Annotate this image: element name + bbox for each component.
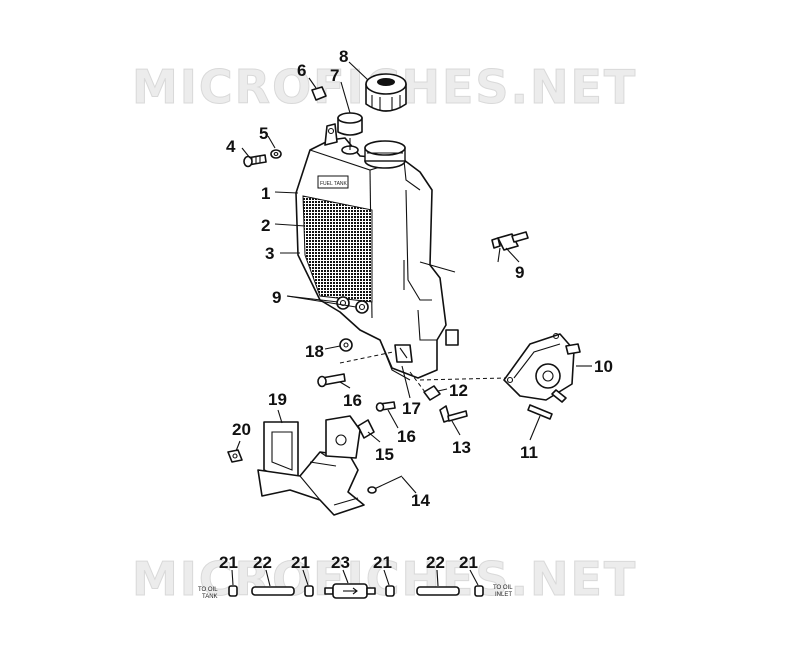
callout-19: 19 — [268, 390, 287, 409]
fuel-fitting — [491, 231, 529, 263]
callout-1: 1 — [261, 184, 270, 203]
hose-assembly: TO OIL TANK TO OIL INLET 21 22 21 23 — [198, 553, 513, 600]
square-nut — [311, 86, 327, 101]
leader-lines — [235, 61, 592, 494]
callout-9-grommets: 9 — [272, 288, 281, 307]
callout-12: 12 — [449, 381, 468, 400]
callout-5: 5 — [259, 124, 268, 143]
tank-label: FUEL TANK — [320, 181, 348, 187]
callout-9-fitting: 9 — [515, 263, 524, 282]
callout-10: 10 — [594, 357, 613, 376]
hose-label-right-2: INLET — [495, 592, 512, 598]
hose-label-left-1: TO OIL — [198, 587, 218, 593]
cable-tie — [367, 475, 403, 494]
callout-16-left: 16 — [343, 391, 362, 410]
callout-labels: 1 2 3 4 5 6 7 8 9 9 10 11 12 13 14 15 16… — [226, 47, 613, 510]
hose-clamp — [439, 405, 468, 423]
callout-17: 17 — [402, 399, 421, 418]
callout-14: 14 — [411, 491, 430, 510]
callout-13: 13 — [452, 438, 471, 457]
mounting-bracket — [257, 415, 365, 516]
mount-bolts — [317, 373, 396, 412]
hose-label-right-1: TO OIL — [493, 585, 513, 591]
callout-4: 4 — [226, 137, 236, 156]
callout-15: 15 — [375, 445, 394, 464]
callout-3: 3 — [265, 244, 274, 263]
callout-8: 8 — [339, 47, 348, 66]
callout-22-a: 22 — [253, 553, 272, 572]
callout-11: 11 — [520, 443, 538, 462]
hose-label-left-2: TANK — [202, 594, 218, 600]
callout-2: 2 — [261, 216, 270, 235]
pump-screw — [527, 404, 553, 420]
callout-22-b: 22 — [426, 553, 445, 572]
callout-23: 23 — [331, 553, 350, 572]
callout-20: 20 — [232, 420, 251, 439]
fuel-tank: FUEL TANK — [295, 123, 459, 381]
elbow-fitting — [423, 385, 441, 401]
callout-7: 7 — [330, 66, 339, 85]
vent-valve — [337, 112, 363, 150]
callout-21-c: 21 — [373, 553, 392, 572]
fuel-cap — [365, 73, 407, 112]
callout-6: 6 — [297, 61, 306, 80]
callout-21-a: 21 — [219, 553, 238, 572]
callout-16-right: 16 — [397, 427, 416, 446]
grommet — [339, 338, 353, 352]
hex-nut — [227, 449, 243, 463]
callout-21-d: 21 — [459, 553, 478, 572]
fuel-pump — [503, 332, 581, 403]
callout-18: 18 — [305, 342, 324, 361]
watermark-bottom: MICROFICHES.NET — [132, 552, 637, 606]
callout-21-b: 21 — [291, 553, 310, 572]
bolt-and-washer — [243, 149, 282, 168]
